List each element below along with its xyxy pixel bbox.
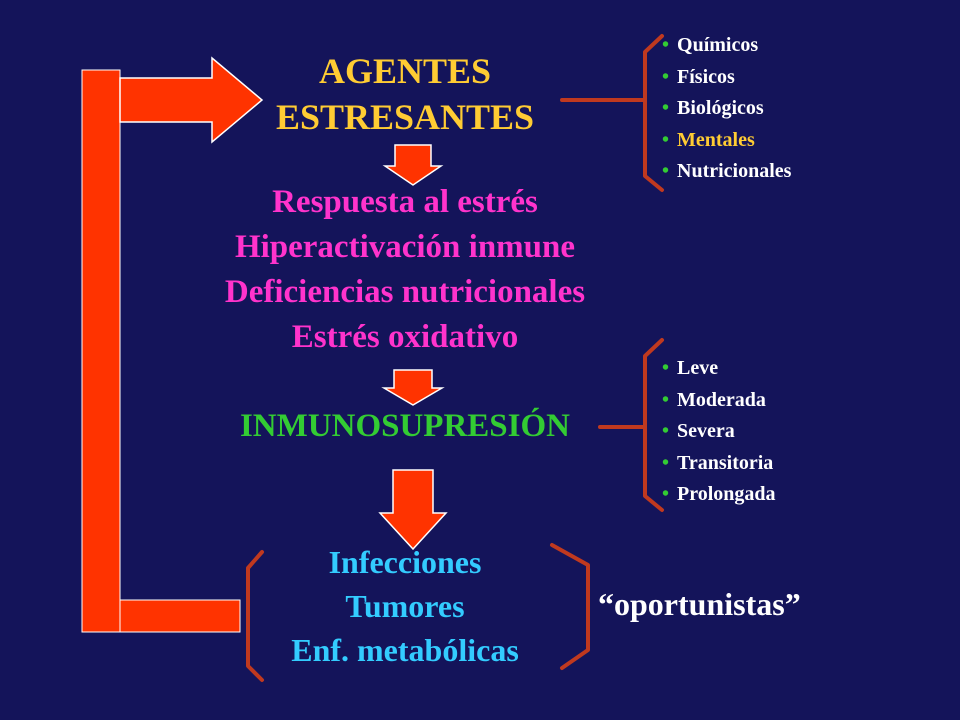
down-arrow-3 [378,469,448,551]
agent-types-list: • Químicos • Físicos • Biológicos • Mentales… [662,30,791,188]
outcomes-right-bracket [550,543,590,670]
degree-label: Transitoria [677,451,774,474]
bullet-dot: • [662,388,670,411]
outcome-line: Tumores [345,588,465,624]
immuno-bracket [598,338,664,512]
degree-label: Severa [677,420,735,442]
response-line: Deficiencias nutricionales [224,274,586,310]
degree-label: Moderada [677,388,766,411]
degree-item: • Severa [662,416,776,448]
response-line: Hiperactivación inmune [234,229,576,265]
feedback-bottom-arm [119,599,241,633]
stress-agents-line-2: ESTRESANTES [275,97,535,137]
outcomes-block: Infecciones Tumores Enf. metabólicas [240,540,570,672]
stress-response-block: Respuesta al estrés Hiperactivación inmu… [160,180,650,360]
agent-type-label: Químicos [677,34,759,56]
outcomes-left-bracket [246,550,264,682]
degree-label: Prolongada [677,483,776,505]
degree-item: • Prolongada [662,479,776,511]
agent-type-item: • Físicos [662,62,791,94]
bullet-dot: • [662,160,670,182]
agent-type-label: Físicos [677,65,735,88]
bullet-dot: • [662,97,670,119]
agent-type-label: Mentales [677,128,755,151]
bullet-dot: • [662,34,670,56]
feedback-loop-bar [81,69,121,633]
degree-label: Leve [677,357,719,379]
stress-agents-title: AGENTES ESTRESANTES [230,48,580,140]
bullet-dot: • [662,128,670,151]
bullet-dot: • [662,65,670,88]
down-arrow-2 [381,369,445,406]
stress-agents-line-1: AGENTES [318,51,492,91]
response-line: Respuesta al estrés [272,184,538,220]
bullet-dot: • [662,451,670,474]
down-arrow-1 [382,144,444,186]
outcome-line: Enf. metabólicas [291,632,519,668]
degree-item: • Leve [662,353,776,385]
bullet-dot: • [662,420,670,442]
agent-type-item: • Nutricionales [662,156,791,188]
agents-bracket [560,34,664,192]
feedback-top-arrow [119,56,264,144]
agent-type-label: Nutricionales [677,160,792,182]
immunosuppression-label: INMUNOSUPRESIÓN [239,408,571,444]
agent-type-item: • Químicos [662,30,791,62]
opportunistic-qualifier: “oportunistas” [598,586,801,622]
degree-item: • Moderada [662,385,776,417]
response-line: Estrés oxidativo [291,319,519,355]
bullet-dot: • [662,357,670,379]
bullet-dot: • [662,483,670,505]
immunosuppression-degrees-list: • Leve • Moderada • Severa • Transitoria • Pr… [662,353,776,511]
outcome-line: Infecciones [328,544,482,580]
degree-item: • Transitoria [662,448,776,480]
agent-type-label: Biológicos [677,97,764,119]
agent-type-item: • Biológicos [662,93,791,125]
agent-type-item: • Mentales [662,125,791,157]
